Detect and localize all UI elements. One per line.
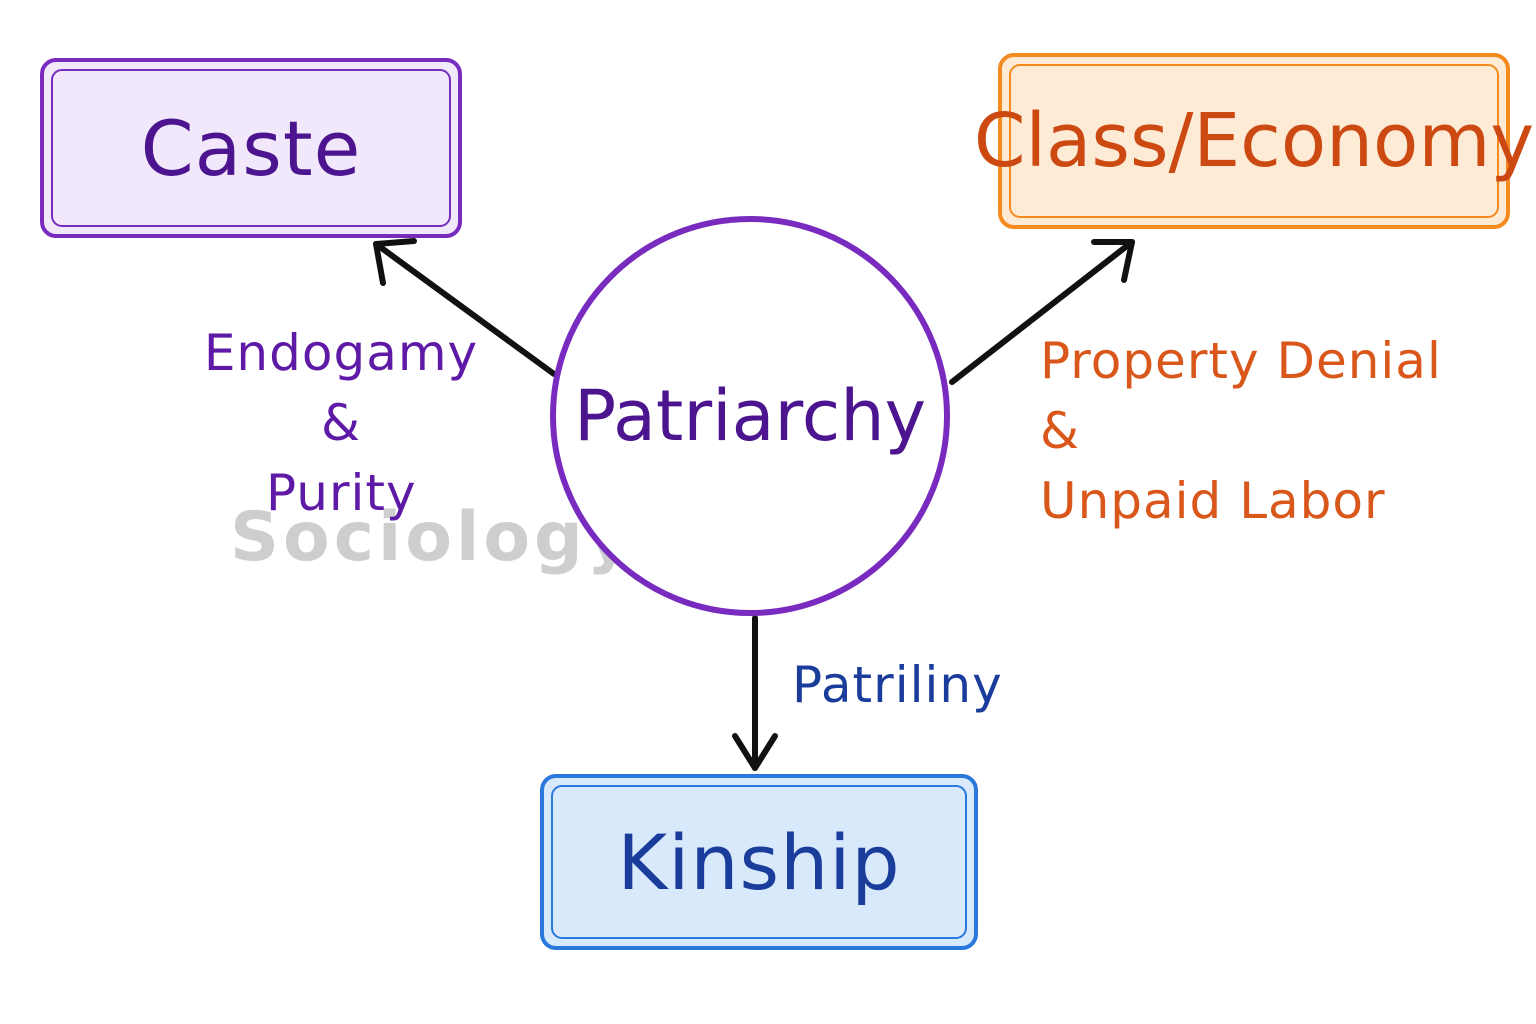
caste-node: Caste [40, 58, 462, 238]
kinship-node: Kinship [540, 774, 978, 950]
edge-label-kinship: Patriliny [792, 650, 1003, 720]
patriarchy-center-node: Patriarchy [550, 216, 950, 616]
arrow-to-kinship [732, 615, 778, 771]
class-economy-label: Class/Economy [973, 98, 1535, 184]
kinship-label: Kinship [617, 817, 901, 907]
arrow-to-class [949, 239, 1135, 385]
edge-label-caste-line1: Endogamy & [203, 324, 479, 452]
class-economy-node: Class/Economy [974, 53, 1534, 229]
patriarchy-label: Patriarchy [573, 375, 927, 457]
edge-label-class-line1: Property Denial & [1040, 332, 1442, 460]
edge-label-caste: Endogamy & Purity [196, 318, 486, 528]
edge-label-class: Property Denial & Unpaid Labor [1040, 326, 1480, 536]
arrow-to-caste [373, 238, 557, 377]
edge-label-kinship-line1: Patriliny [792, 656, 1003, 714]
edge-label-caste-line2: Purity [266, 464, 417, 522]
edge-label-class-line2: Unpaid Labor [1040, 472, 1386, 530]
caste-label: Caste [140, 103, 362, 193]
